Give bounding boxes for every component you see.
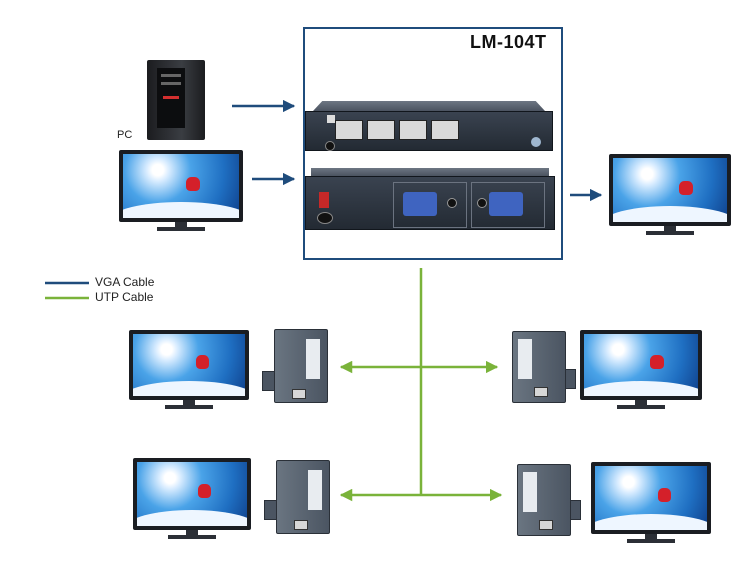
vga-out-port-icon — [489, 192, 523, 216]
receiver-1 — [262, 325, 334, 405]
rj45-port-2-icon — [367, 120, 395, 140]
utp-cable-lines — [339, 268, 503, 502]
lm-104t-front-unit — [305, 101, 553, 151]
receiver-3 — [264, 456, 336, 536]
rj45-port-3-icon — [399, 120, 427, 140]
lm-104t-rear-unit — [305, 168, 555, 230]
legend-utp-label: UTP Cable — [95, 290, 154, 304]
pc-label: PC — [117, 129, 133, 141]
rj45-port-4-icon — [431, 120, 459, 140]
source-monitor — [119, 150, 243, 232]
legend-swatches — [45, 281, 89, 300]
remote-monitor-3 — [133, 458, 251, 540]
vga-in-port-icon — [403, 192, 437, 216]
legend-vga-label: VGA Cable — [95, 275, 155, 289]
receiver-2 — [500, 327, 576, 405]
remote-monitor-1 — [129, 330, 249, 410]
local-output-monitor — [609, 154, 731, 236]
remote-monitor-2 — [580, 330, 702, 410]
pc-tower-icon — [147, 60, 205, 140]
device-model-title: LM-104T — [470, 32, 547, 52]
receiver-4 — [505, 460, 581, 538]
remote-monitor-4 — [591, 462, 711, 544]
rj45-port-1-icon — [335, 120, 363, 140]
